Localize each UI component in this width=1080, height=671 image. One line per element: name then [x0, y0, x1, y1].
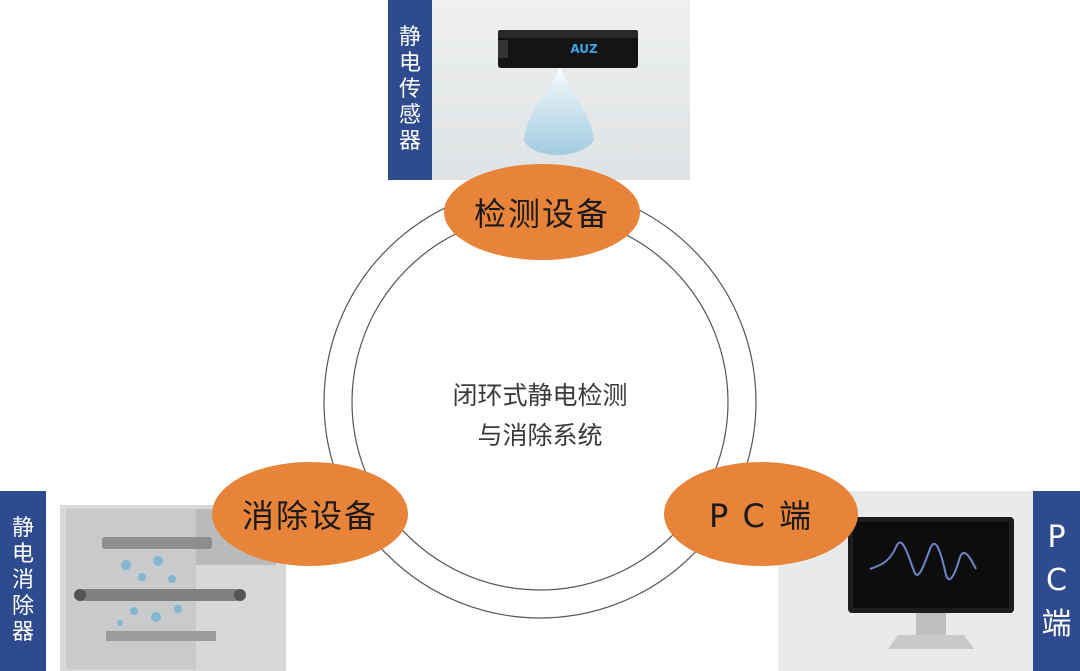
sensor-brand-logo: AUZ	[570, 42, 598, 56]
pc-node-label: P C 端	[709, 497, 813, 535]
pc-side-char: C	[1046, 563, 1067, 599]
eliminator-side-char: 器	[11, 619, 34, 645]
sensor-side-char: 感	[398, 102, 421, 128]
sensor-side-label: 静 电 传 感 器	[388, 0, 432, 180]
eliminator-side-char: 静	[11, 516, 34, 542]
sensor-side-char: 器	[398, 128, 421, 154]
system-title-line1: 闭环式静电检测	[452, 381, 628, 410]
eliminator-side-label: 静 电 消 除 器	[0, 491, 46, 671]
eliminator-side-char: 消	[11, 568, 34, 594]
pc-side-char: 端	[1041, 606, 1072, 642]
pc-side-char: P	[1047, 519, 1066, 555]
sensor-illustration: AUZ	[498, 30, 638, 155]
detect-node-label: 检测设备	[473, 195, 610, 233]
eliminate-node[interactable]: 消除设备	[212, 462, 408, 566]
eliminator-side-char: 除	[11, 593, 34, 619]
sensor-side-char: 静	[398, 25, 421, 51]
sensor-side-char: 电	[398, 51, 421, 77]
pc-image	[778, 491, 1033, 671]
sensor-image: AUZ	[432, 0, 690, 180]
detect-node[interactable]: 检测设备	[444, 164, 640, 260]
sensor-side-char: 传	[398, 77, 421, 103]
monitor-illustration	[848, 517, 1014, 649]
pc-node[interactable]: P C 端	[664, 462, 858, 566]
system-title: 闭环式静电检测 与消除系统	[380, 376, 700, 455]
eliminate-node-label: 消除设备	[241, 497, 378, 535]
pc-side-label: P C 端	[1033, 491, 1080, 671]
system-title-line2: 与消除系统	[477, 420, 603, 450]
eliminator-side-char: 电	[11, 542, 34, 568]
